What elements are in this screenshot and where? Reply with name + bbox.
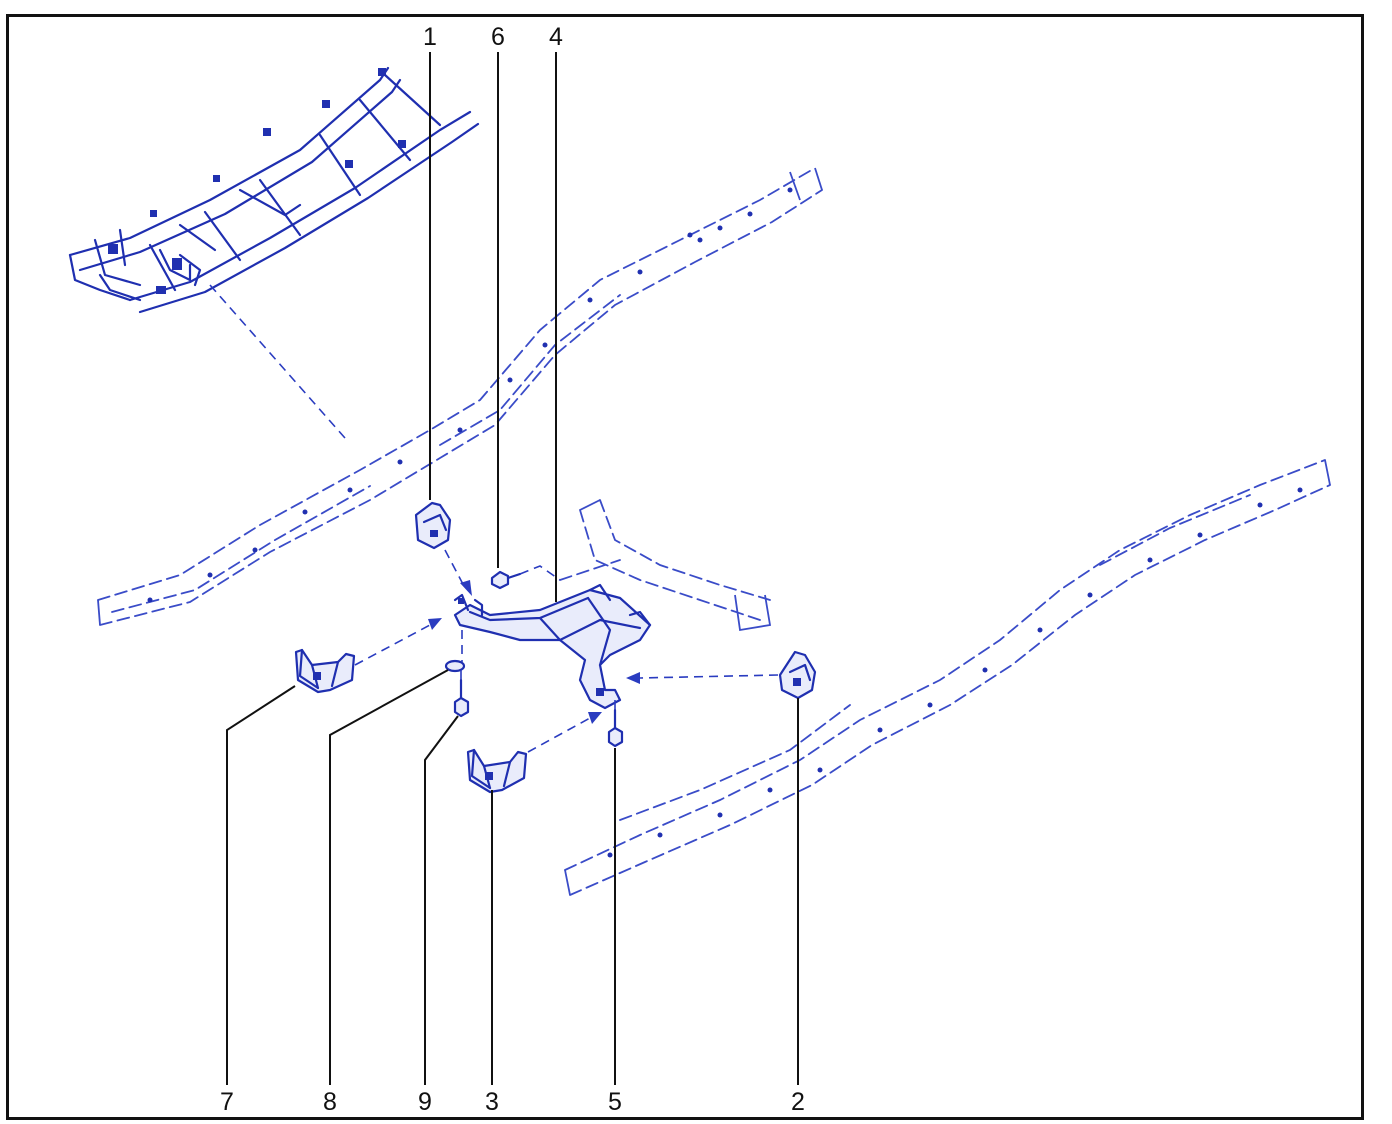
bolt-5: [607, 700, 624, 748]
callout-5: 5: [608, 1088, 622, 1116]
washer-8: [444, 630, 466, 673]
shield-7: [294, 618, 442, 694]
bolt-9: [453, 670, 470, 718]
callout-7: 7: [220, 1088, 234, 1116]
callout-4: 4: [549, 23, 563, 51]
left-frame-rail: [97, 167, 823, 626]
callout-2: 2: [791, 1088, 805, 1116]
callout-6: 6: [491, 23, 505, 51]
callout-9: 9: [418, 1088, 432, 1116]
callout-1: 1: [423, 23, 437, 51]
callout-leaders: [226, 52, 799, 1085]
bolt-6: [490, 565, 561, 590]
transmission-crossmember: [453, 583, 652, 710]
mount-1: [414, 501, 472, 596]
existing-crossmember: [559, 499, 772, 632]
callout-3: 3: [485, 1088, 499, 1116]
mount-2: [626, 650, 817, 700]
shield-3: [466, 712, 602, 794]
callout-labels: 1 6 4 7 8 9 3 5 2: [220, 23, 805, 1116]
full-frame-inset: [68, 66, 480, 439]
right-frame-rail: [564, 459, 1331, 896]
diagram-frame: [6, 14, 1364, 1120]
callout-8: 8: [323, 1088, 337, 1116]
